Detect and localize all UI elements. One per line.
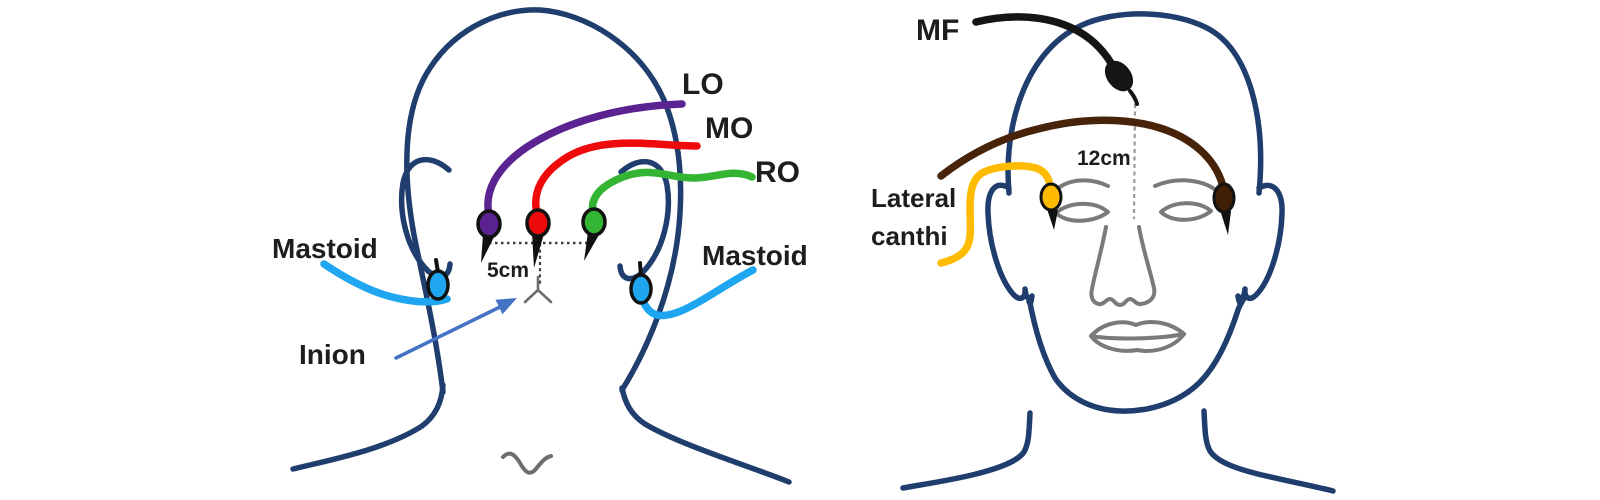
face-features (1054, 178, 1220, 353)
front-head-outline (1005, 11, 1264, 196)
mf-electrode-tail (1128, 89, 1139, 106)
back-left-neck-shoulder (290, 382, 446, 472)
5cm-label: 5cm (487, 259, 529, 282)
left-eye (1054, 201, 1110, 223)
front-right-ear (1235, 182, 1285, 307)
right-canthus-electrode-tail (1220, 210, 1231, 235)
left-mastoid-electrode-body (426, 269, 450, 301)
front-view-figure: MF Lateral canthi 12cm (871, 11, 1336, 494)
lo-electrode-body (476, 209, 502, 239)
front-left-ear (985, 182, 1035, 307)
mastoid-left-label: Mastoid (272, 233, 378, 264)
ro-electrode (581, 207, 607, 261)
back-head-body-outline (290, 7, 792, 485)
left-mastoid-electrode (426, 258, 450, 301)
inion-label: Inion (299, 339, 366, 370)
back-head-outline (404, 7, 684, 395)
lateral-canthi-label-line1: Lateral (871, 183, 956, 213)
front-head-body-outline (900, 11, 1336, 494)
mf-wire (972, 13, 1115, 67)
front-left-neck-shoulder (900, 410, 1033, 491)
12cm-label: 12cm (1077, 147, 1131, 170)
right-eyebrow (1153, 178, 1220, 194)
lo-electrode (476, 209, 502, 263)
lo-label: LO (682, 68, 724, 101)
back-view-figure: LO MO RO Mastoid Mastoid Inion 5cm (272, 7, 808, 485)
left-canthus-electrode-body (1039, 182, 1063, 212)
front-jaw-chin (1026, 294, 1248, 414)
ro-electrode-body (581, 207, 607, 237)
right-canthus-electrode-body (1212, 182, 1236, 214)
mo-electrode (525, 208, 551, 268)
mo-wire (532, 139, 701, 218)
nose (1089, 225, 1157, 307)
mo-label: MO (705, 112, 753, 145)
lateral-canthus-yellow-wire (937, 162, 1054, 267)
lo-wire (484, 100, 686, 219)
mf-electrode (1104, 60, 1139, 106)
inion-arrow (394, 298, 517, 360)
mastoid-right-label: Mastoid (702, 240, 808, 271)
neck-notch-mark (501, 451, 553, 475)
front-view-labels: MF Lateral canthi 12cm (871, 14, 1131, 251)
right-eye (1159, 201, 1213, 222)
mf-electrode-body (1104, 60, 1134, 92)
right-mastoid-electrode (629, 261, 653, 305)
mo-electrode-body (525, 208, 551, 238)
mouth-line (1089, 332, 1186, 341)
lo-electrode-tail (481, 234, 495, 263)
inion-arrow-head (495, 298, 517, 315)
front-right-neck-shoulder (1201, 408, 1336, 494)
ro-wire (588, 168, 756, 217)
mf-label: MF (916, 14, 959, 47)
mo-electrode-tail (532, 233, 544, 268)
left-eyebrow (1054, 178, 1110, 192)
ro-electrode-tail (584, 232, 600, 261)
forehead-brown-wire (937, 116, 1226, 187)
lateral-canthi-label-line2: canthi (871, 221, 948, 251)
ro-label: RO (755, 156, 800, 189)
back-right-neck-shoulder (619, 385, 792, 485)
left-canthus-electrode (1039, 182, 1063, 230)
right-canthus-electrode (1212, 182, 1236, 235)
inion-mark (523, 275, 553, 304)
right-mastoid-electrode-body (629, 273, 653, 305)
left-canthus-electrode-tail (1047, 209, 1058, 230)
back-right-ear (617, 159, 672, 282)
inion-arrow-line (394, 304, 504, 360)
back-view-labels: LO MO RO Mastoid Mastoid Inion 5cm (272, 68, 808, 370)
right-mastoid-wire (639, 266, 757, 320)
left-mastoid-wire (320, 260, 451, 306)
